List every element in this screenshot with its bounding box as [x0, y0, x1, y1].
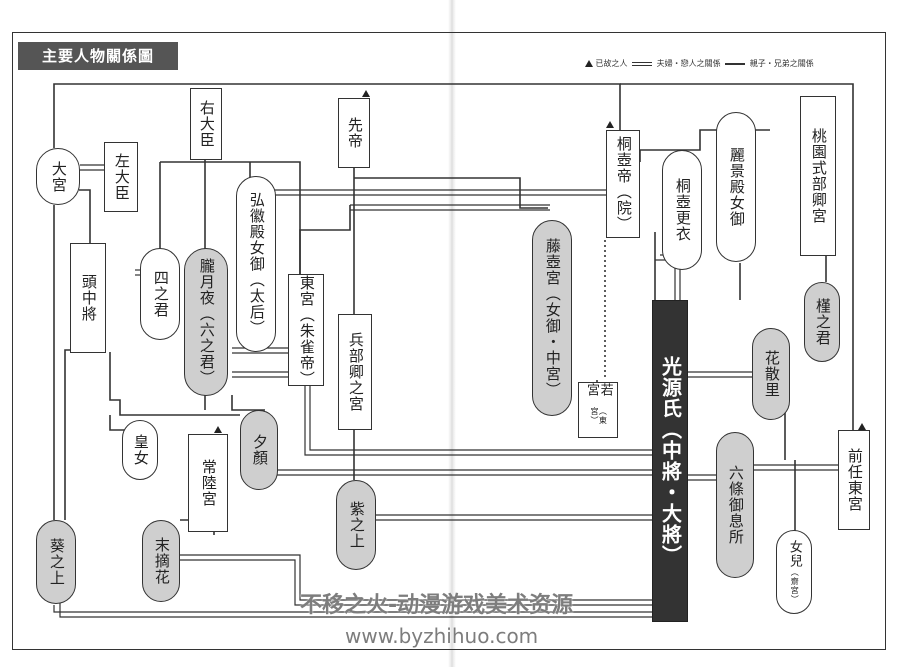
kin-line — [620, 83, 854, 430]
kin-line — [109, 352, 240, 416]
wakamiya-note: （東宮） — [590, 406, 608, 425]
kin-line — [299, 205, 351, 275]
kin-line — [79, 189, 91, 243]
person-yugao: 夕顏 — [240, 410, 278, 490]
person-zennin: 前任東宮 — [838, 430, 870, 530]
legend-deceased: 已故之人 — [595, 59, 628, 68]
kin-line — [160, 161, 301, 275]
deceased-triangle-icon — [362, 90, 370, 97]
spouse-line — [232, 376, 660, 456]
kin-line — [231, 395, 265, 411]
person-ojo: 皇女 — [122, 420, 158, 480]
deceased-triangle-icon — [214, 426, 222, 433]
person-tonochujo: 頭中將 — [70, 243, 106, 353]
person-suetsumuhana: 末摘花 — [142, 520, 180, 602]
spouse-line — [53, 605, 660, 613]
person-reikeiden: 麗景殿女御 — [716, 112, 756, 262]
person-momozono: 桃園式部卿宮 — [800, 96, 836, 256]
person-hyobukyo: 兵部卿之宮 — [338, 314, 372, 430]
diagram-title: 主要人物關係圖 — [18, 42, 178, 70]
nyoji-name: 女兒 — [786, 540, 802, 568]
person-sentei: 先帝 — [338, 98, 370, 168]
person-fujitsubo: 藤壺宮（女御・中宮） — [532, 220, 572, 416]
person-oborozukiyo: 朧月夜（六之君） — [184, 248, 228, 396]
diagram-frame — [12, 32, 886, 650]
kin-line — [354, 177, 548, 209]
person-hanachirusato: 花散里 — [752, 328, 790, 420]
person-aoi: 葵之上 — [36, 520, 76, 604]
person-udaijin: 右大臣 — [190, 88, 222, 160]
kin-single-line-icon — [725, 62, 746, 65]
spouse-line — [232, 371, 660, 451]
person-asagao: 槿之君 — [804, 282, 840, 362]
person-genji: 光源氏（中將・大將） — [652, 300, 688, 622]
spouse-line — [180, 554, 660, 601]
person-kiritsubotei: 桐壺帝（院） — [606, 130, 640, 238]
page-gutter — [448, 0, 456, 667]
person-shinokimi: 四之君 — [140, 248, 180, 340]
person-rokujo: 六條御息所 — [716, 432, 754, 578]
spouse-line — [59, 600, 660, 618]
legend: 已故之人 夫婦・戀人之關係 親子・兄弟之關係 — [585, 58, 814, 69]
person-hitachi: 常陸宮 — [188, 434, 228, 532]
deceased-triangle-icon — [858, 423, 866, 430]
kin-line — [53, 83, 621, 148]
watermark-url: www.byzhihuo.com — [345, 624, 539, 648]
person-nyoji: 女兒（齋宮） — [776, 530, 812, 614]
legend-spouse: 夫婦・戀人之關係 — [656, 59, 721, 68]
watermark-title: 不移之火-动漫游戏美术资源 — [300, 593, 574, 618]
person-kokiden: 弘徽殿女御（太后） — [236, 176, 276, 352]
person-sadaijin: 左大臣 — [104, 142, 138, 212]
person-wakamiya: 若宮 （東宮） — [578, 382, 618, 438]
deceased-triangle-icon — [606, 121, 614, 128]
legend-kin: 親子・兄弟之關係 — [749, 59, 814, 68]
spouse-double-line-icon — [632, 61, 653, 66]
person-kiritsubokoi: 桐壺更衣 — [662, 150, 702, 270]
person-murasaki: 紫之上 — [336, 480, 376, 570]
wakamiya-name: 若宮 — [584, 383, 613, 397]
spouse-line — [180, 559, 660, 606]
person-togu-suzaku: 東宮（朱雀帝） — [288, 274, 324, 387]
person-taikyu: 大宮 — [36, 148, 80, 205]
deceased-triangle-icon — [585, 60, 593, 67]
nyoji-note: （齋宮） — [790, 568, 800, 604]
